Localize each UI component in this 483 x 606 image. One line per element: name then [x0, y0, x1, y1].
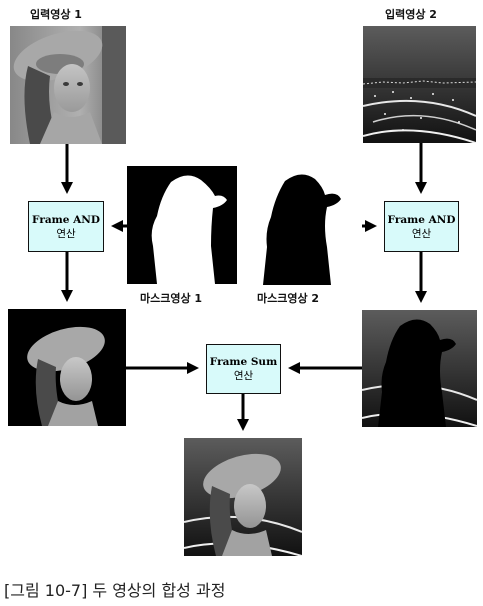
frame-sum-sub: 연산 [233, 370, 254, 382]
frame-and-sub-left: 연산 [56, 227, 76, 240]
mask-image-1 [127, 166, 237, 284]
frame-sum-box: Frame Sum 연산 [206, 344, 281, 394]
figure-caption: [그림 10-7] 두 영상의 합성 과정 [4, 581, 226, 600]
frame-and-sub-right: 연산 [411, 227, 432, 240]
composite-result-image [184, 438, 302, 556]
masked-image-1 [8, 309, 126, 426]
mask-image-2 [257, 167, 344, 285]
mask-image-2-label: 마스크영상 2 [257, 292, 320, 305]
input-image-1 [10, 26, 126, 144]
frame-and-title-right: Frame AND [387, 213, 456, 226]
frame-and-box-left: Frame AND 연산 [28, 201, 104, 252]
frame-and-box-right: Frame AND 연산 [384, 201, 459, 252]
masked-image-2 [362, 310, 477, 427]
frame-and-title-left: Frame AND [32, 213, 100, 226]
input-image-1-label: 입력영상 1 [30, 8, 82, 21]
frame-sum-title: Frame Sum [209, 356, 278, 368]
input-image-2-label: 입력영상 2 [385, 8, 437, 21]
input-image-2 [363, 26, 476, 143]
mask-image-1-label: 마스크영상 1 [140, 292, 203, 305]
